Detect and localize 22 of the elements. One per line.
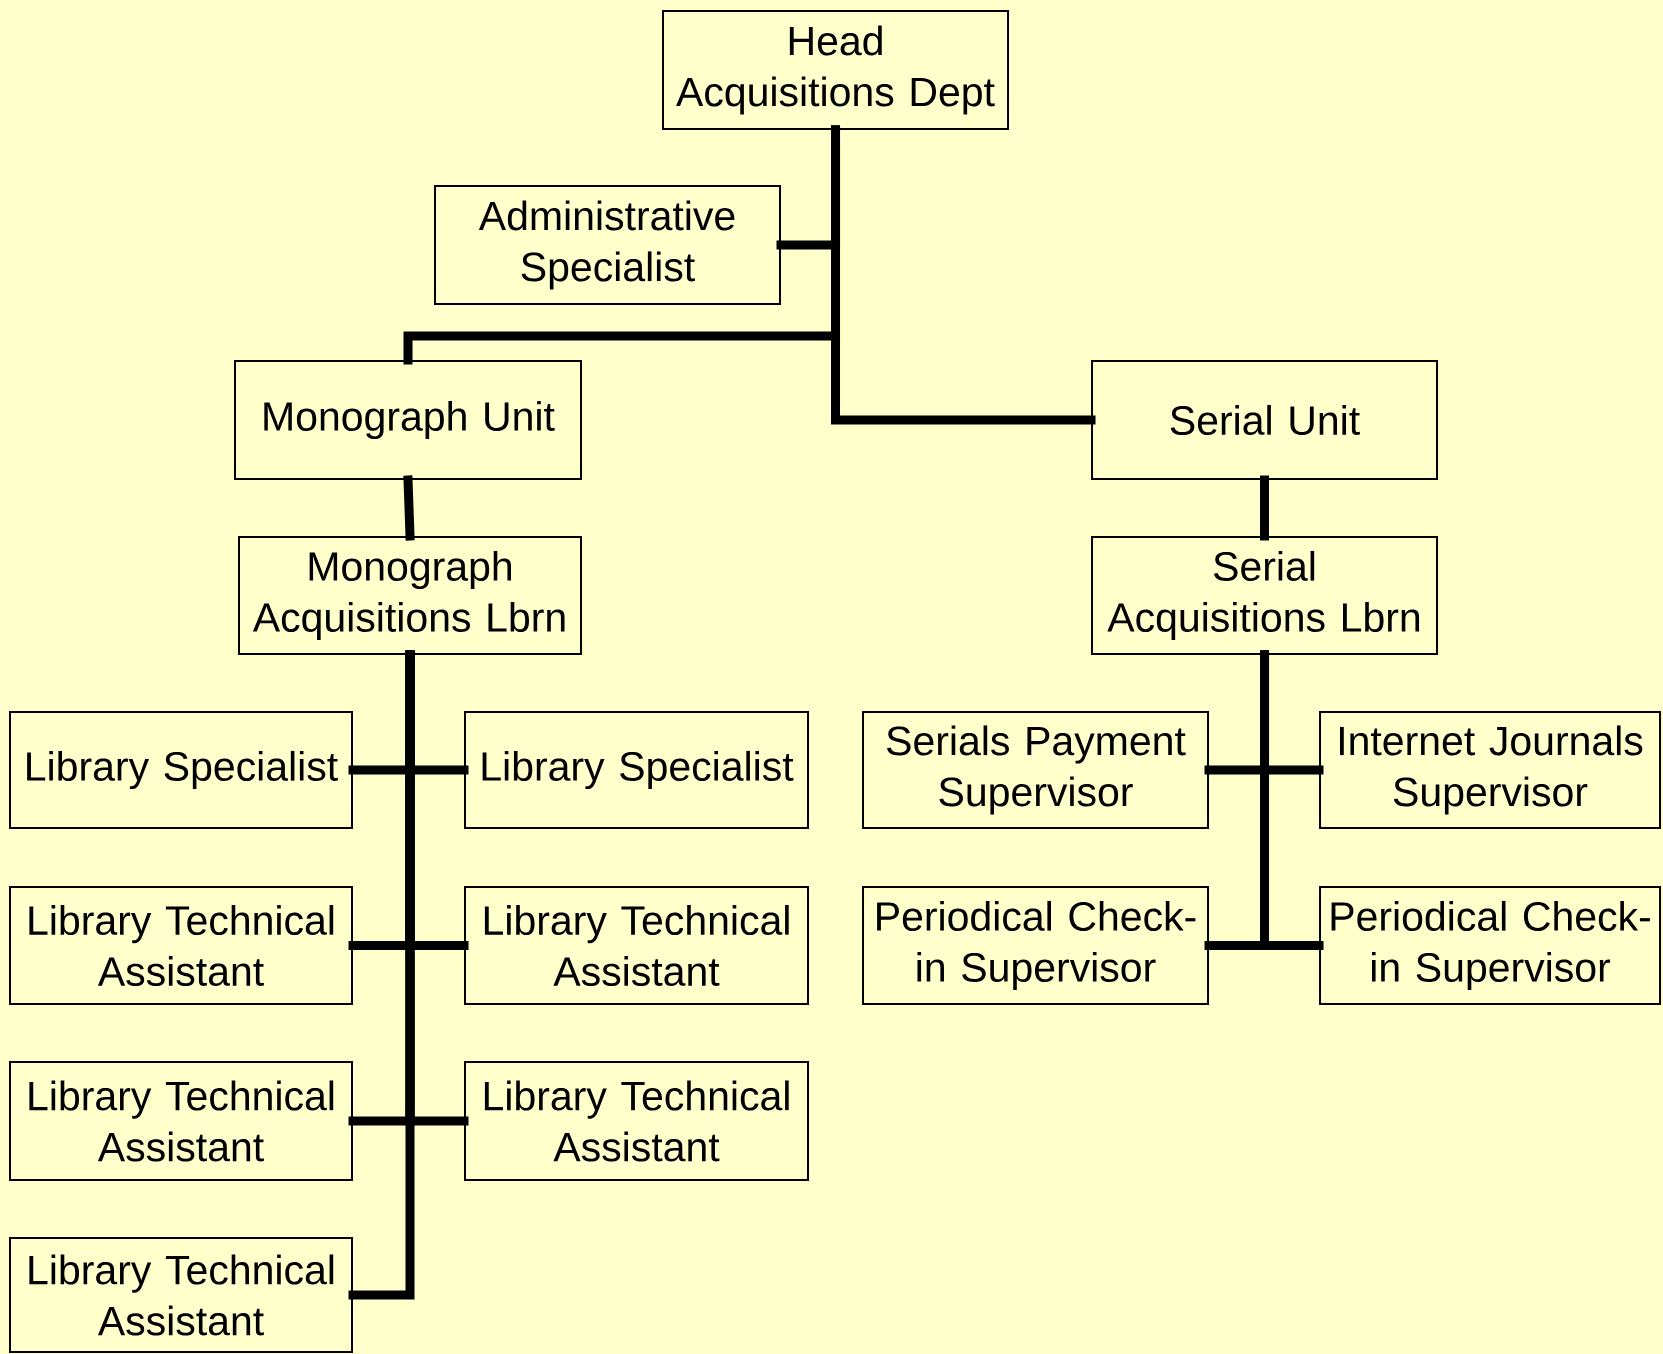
connector-line — [1260, 475, 1269, 541]
org-box: Monograph Acquisitions Lbrn — [238, 536, 582, 655]
org-box: Administrative Specialist — [434, 185, 781, 305]
org-box: Library Technical Assistant — [9, 1061, 353, 1181]
org-box: Head Acquisitions Dept — [662, 10, 1009, 130]
org-box: Library Specialist — [464, 711, 809, 829]
org-box: Internet Journals Supervisor — [1319, 711, 1662, 829]
org-box: Serial Unit — [1091, 360, 1438, 480]
org-box: Monograph Unit — [234, 360, 582, 480]
org-box: Serial Acquisitions Lbrn — [1091, 536, 1438, 655]
connector-line — [1260, 650, 1324, 950]
org-box: Library Specialist — [9, 711, 353, 829]
connector-line — [348, 650, 415, 1300]
org-box: Library Technical Assistant — [464, 1061, 809, 1181]
connector-line — [831, 125, 1096, 425]
org-box: Periodical Check-in Supervisor — [1319, 886, 1662, 1005]
org-box: Library Technical Assistant — [9, 1237, 353, 1353]
org-box: Library Technical Assistant — [9, 886, 353, 1005]
org-box: Periodical Check-in Supervisor — [862, 886, 1209, 1005]
org-box: Library Technical Assistant — [464, 886, 809, 1005]
connector-line — [403, 475, 415, 541]
org-box: Serials Payment Supervisor — [862, 711, 1209, 829]
